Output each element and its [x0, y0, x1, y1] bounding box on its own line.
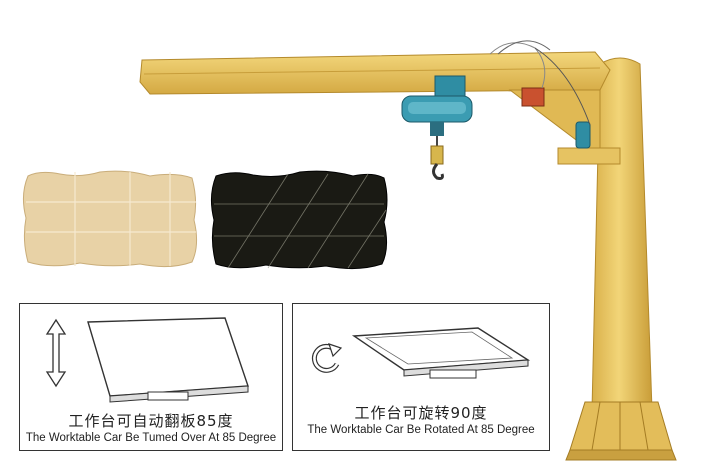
beige-stone-sample	[22, 170, 198, 268]
black-stone-sample	[210, 170, 388, 270]
rotate-caption-cn: 工作台可旋转90度	[354, 404, 488, 422]
tilt-caption-en: The Worktable Car Be Tumed Over At 85 De…	[25, 432, 277, 444]
vertical-arrow-icon	[45, 318, 67, 388]
tilt-feature-panel: 工作台可自动翻板85度 The Worktable Car Be Tumed O…	[19, 303, 283, 451]
rotate-arrow-icon	[311, 343, 343, 373]
rotate-caption-en: The Worktable Car Be Rotated At 85 Degre…	[307, 424, 535, 436]
electric-hoist	[401, 75, 473, 180]
rotating-table-icon	[351, 327, 531, 379]
tilting-table-icon	[87, 317, 249, 403]
crane-base	[569, 401, 673, 451]
control-box	[521, 87, 545, 107]
tilt-caption-cn: 工作台可自动翻板85度	[68, 412, 234, 430]
crane-column	[591, 57, 653, 411]
rotate-feature-panel: 工作台可旋转90度 The Worktable Car Be Rotated A…	[292, 303, 550, 451]
slewing-motor	[575, 121, 591, 149]
jib-crane-illustration	[139, 40, 677, 461]
